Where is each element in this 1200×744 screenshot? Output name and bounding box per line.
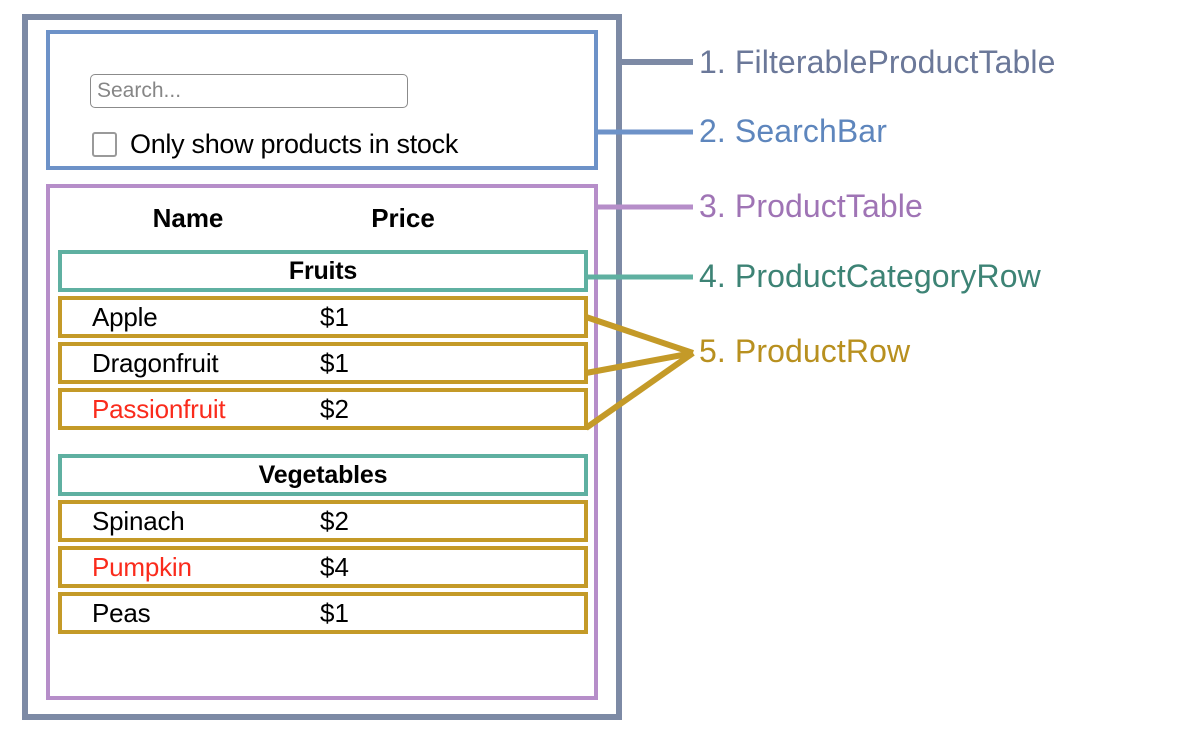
legend-item-product-category-row: 4. ProductCategoryRow [699, 258, 1041, 294]
product-row[interactable]: Spinach $2 [58, 500, 588, 542]
product-row[interactable]: Pumpkin $4 [58, 546, 588, 588]
column-header-name: Name [152, 202, 224, 233]
product-price: $1 [320, 597, 349, 628]
legend-item-search-bar: 2. SearchBar [699, 113, 887, 149]
in-stock-checkbox-label: Only show products in stock [130, 128, 459, 159]
search-input[interactable] [90, 74, 408, 108]
table-header-row: Name Price [58, 196, 588, 240]
product-category-label: Vegetables [258, 460, 388, 489]
legend-item-product-table: 3. ProductTable [699, 188, 923, 224]
product-price: $2 [320, 505, 349, 536]
product-price: $4 [320, 551, 349, 582]
group-spacer [58, 434, 588, 454]
product-price: $2 [320, 393, 349, 424]
in-stock-filter-row[interactable]: Only show products in stock [92, 124, 562, 164]
product-name: Dragonfruit [92, 347, 219, 378]
product-price: $1 [320, 347, 349, 378]
product-category-label: Fruits [288, 256, 358, 285]
product-row[interactable]: Dragonfruit $1 [58, 342, 588, 384]
product-name-out-of-stock: Pumpkin [92, 551, 192, 582]
product-price: $1 [320, 301, 349, 332]
product-name-out-of-stock: Passionfruit [92, 393, 226, 424]
product-rows-container: Fruits Apple $1 Dragonfruit $1 Passionfr… [58, 250, 588, 638]
legend-item-product-row: 5. ProductRow [699, 333, 911, 369]
product-name: Peas [92, 597, 151, 628]
product-row[interactable]: Passionfruit $2 [58, 388, 588, 430]
in-stock-checkbox[interactable] [92, 131, 117, 157]
product-name: Spinach [92, 505, 185, 536]
product-row[interactable]: Peas $1 [58, 592, 588, 634]
column-header-price: Price [371, 202, 435, 233]
product-row[interactable]: Apple $1 [58, 296, 588, 338]
search-bar-box [46, 30, 598, 170]
product-table-box [46, 184, 598, 700]
legend-item-filterable-product-table: 1. FilterableProductTable [699, 44, 1056, 80]
product-category-row: Fruits [58, 250, 588, 292]
product-category-row: Vegetables [58, 454, 588, 496]
product-name: Apple [92, 301, 158, 332]
